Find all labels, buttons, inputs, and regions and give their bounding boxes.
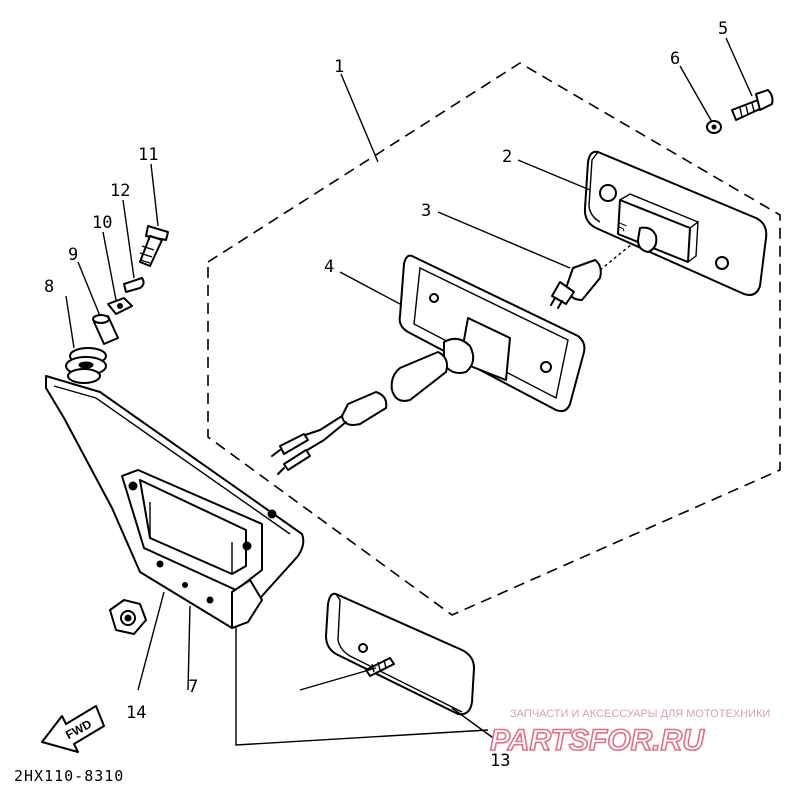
reflector-nut xyxy=(109,599,147,635)
assembly-boundary xyxy=(207,62,781,616)
license-bracket xyxy=(45,375,305,629)
leader-lines xyxy=(65,37,753,741)
callout-4: 4 xyxy=(324,257,334,277)
collar xyxy=(92,314,119,345)
callout-3: 3 xyxy=(421,201,431,221)
callout-9: 9 xyxy=(68,245,78,265)
callout-12: 12 xyxy=(110,181,130,201)
lamp-body xyxy=(271,254,586,475)
callout-5: 5 xyxy=(718,19,728,39)
fwd-arrow-icon: FWD xyxy=(41,705,105,753)
callout-13: 13 xyxy=(490,751,510,771)
grommet xyxy=(65,347,107,384)
callout-8: 8 xyxy=(44,277,54,297)
callout-11: 11 xyxy=(138,145,158,165)
clip xyxy=(123,277,145,293)
bulb xyxy=(550,226,658,309)
nut xyxy=(107,297,133,315)
watermark-brand: PARTSFOR.RU xyxy=(490,724,705,757)
diagram-code: 2HX110-8310 xyxy=(14,767,124,785)
callout-7: 7 xyxy=(188,677,198,697)
callout-1: 1 xyxy=(334,57,344,77)
screw xyxy=(731,89,774,121)
washer xyxy=(706,120,722,134)
callout-10: 10 xyxy=(92,213,112,233)
callout-6: 6 xyxy=(670,49,680,69)
bolt xyxy=(139,225,169,267)
reflector xyxy=(325,592,475,716)
watermark-tagline: ЗАПЧАСТИ И АКСЕССУАРЫ ДЛЯ МОТОТЕХНИКИ xyxy=(510,708,770,720)
callout-2: 2 xyxy=(502,147,512,167)
lamp-housing-plate: Л xyxy=(583,150,768,296)
callout-14: 14 xyxy=(126,703,146,723)
site-watermark: ЗАПЧАСТИ И АКСЕССУАРЫ ДЛЯ МОТОТЕХНИКИ PA… xyxy=(489,708,770,758)
